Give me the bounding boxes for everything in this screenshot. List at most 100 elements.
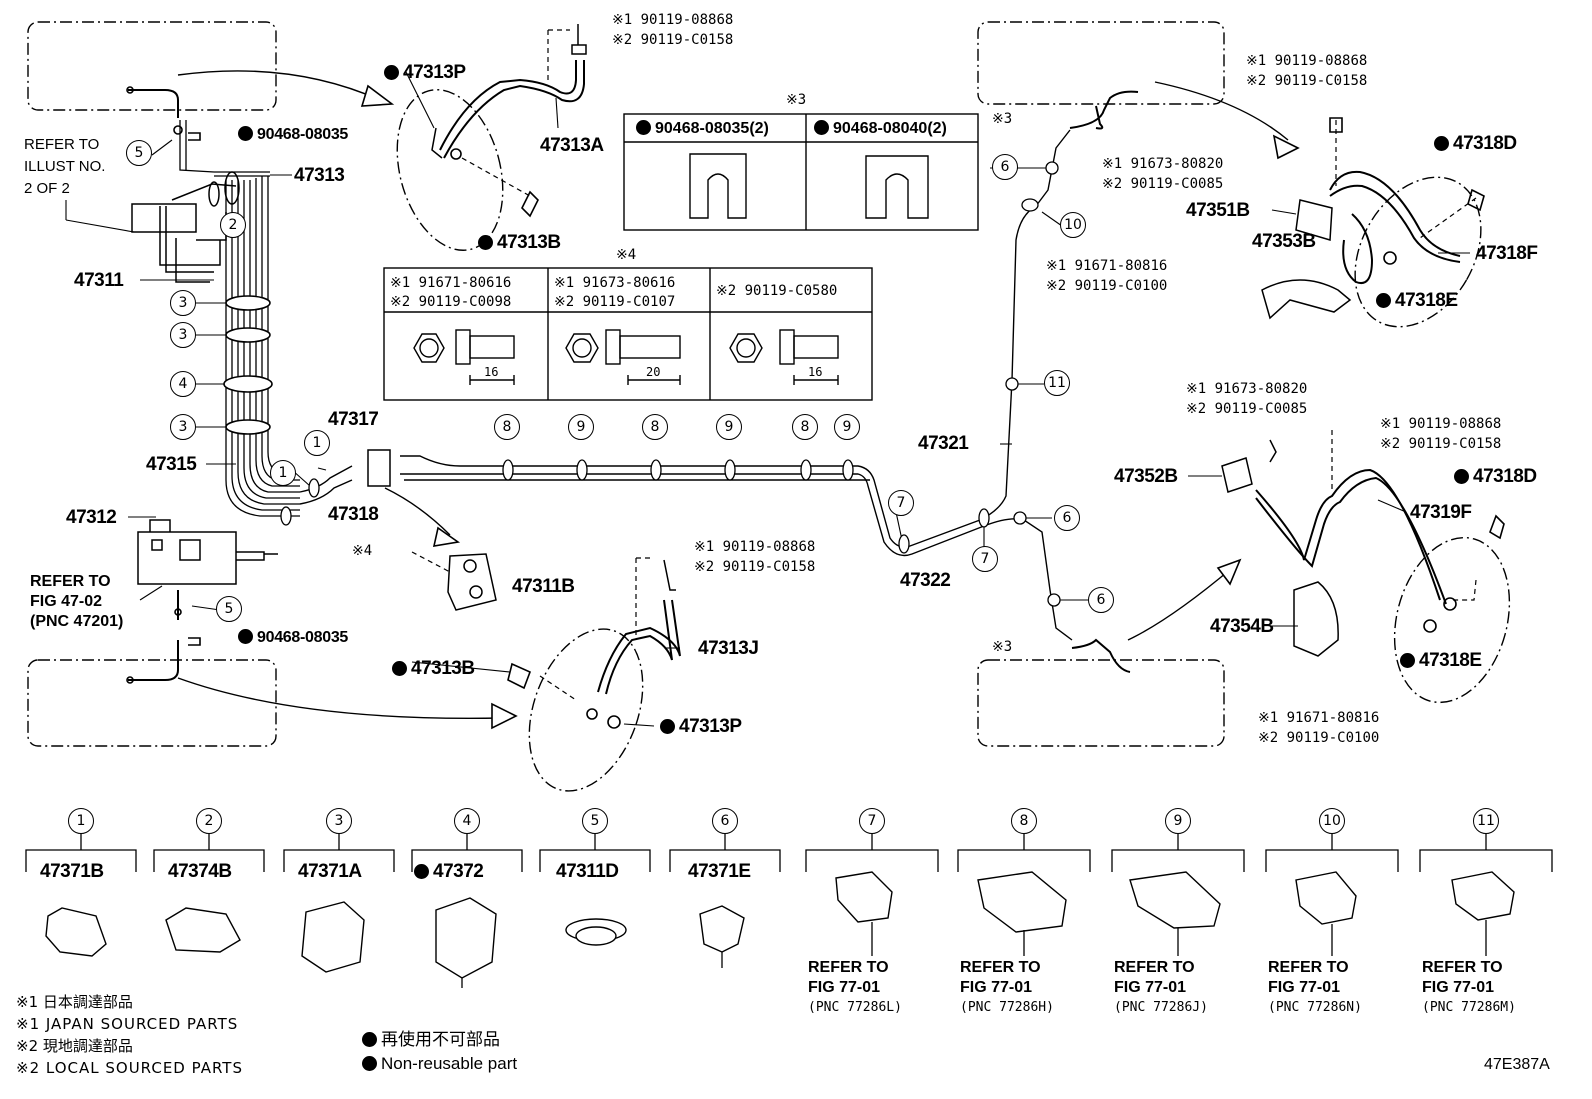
non-reusable-dot-icon (392, 661, 407, 676)
non-reusable-legend: 再使用不可部品 Non-reusable part (362, 1028, 517, 1076)
callout-47313P-bottom: 47313P (660, 717, 742, 736)
callout-47318E-bottom: 47318E (1400, 651, 1482, 670)
callout-47315: 47315 (146, 454, 197, 475)
callout-90468-08035-bottom: 90468-08035 (238, 629, 348, 646)
circle-number: 4 (170, 371, 196, 397)
clip-table-cell-2: 90468-08040(2) (814, 120, 947, 138)
callout-47317: 47317 (328, 409, 379, 430)
callout-47313: 47313 (294, 165, 345, 186)
bolt-table-mark: ※4 (616, 247, 637, 263)
non-reusable-dot-icon (1454, 469, 1469, 484)
callout-47313A: 47313A (540, 135, 604, 156)
circle-number: 3 (170, 322, 196, 348)
circle-number: 6 (992, 154, 1018, 180)
circle-number: 5 (126, 140, 152, 166)
circle-number: 11 (1044, 370, 1070, 396)
non-reusable-dot-icon (1400, 653, 1415, 668)
callout-47311B: 47311B (512, 576, 575, 597)
clamp-number-4: 4 (454, 808, 480, 834)
bolt-note-2: ※1 90119-08868※2 90119-C0158 (1246, 53, 1368, 89)
non-reusable-dot-icon (362, 1032, 377, 1047)
circle-number: 8 (494, 414, 520, 440)
clamp-number-2: 2 (196, 808, 222, 834)
callout-47312: 47312 (66, 507, 117, 528)
circle-number: 6 (1054, 505, 1080, 531)
clamp-part-47372: 47372 (414, 862, 484, 881)
sourcing-legend: ※1 日本調達部品 ※1 JAPAN SOURCED PARTS ※2 現地調達… (16, 993, 243, 1077)
bolt-note-8: ※1 91671-80816※2 90119-C0100 (1258, 710, 1380, 746)
circle-number: 1 (270, 460, 296, 486)
clamp-number-5: 5 (582, 808, 608, 834)
clip-table-cell-1: 90468-08035(2) (636, 120, 769, 138)
callout-47352B: 47352B (1114, 466, 1178, 487)
clamp-number-10: 10 (1319, 808, 1345, 834)
callout-47319F: 47319F (1410, 502, 1472, 523)
clamp-part-47371A: 47371A (298, 861, 362, 882)
callout-47313J: 47313J (698, 638, 759, 659)
clamp-part-47371E: 47371E (688, 861, 751, 882)
callout-47351B: 47351B (1186, 200, 1250, 221)
circle-number: 2 (220, 212, 246, 238)
clamp-number-8: 8 (1011, 808, 1037, 834)
circle-number: 8 (792, 414, 818, 440)
bolt-table-cell-2: ※1 91673-80616※2 90119-C0107 (554, 275, 676, 310)
clip-table-mark: ※3 (786, 92, 807, 108)
circle-number: 1 (304, 430, 330, 456)
circle-number: 10 (1060, 212, 1086, 238)
bolt-table-cell-1: ※1 91671-80616※2 90119-C0098 (390, 275, 512, 310)
clamp-part-47371B: 47371B (40, 861, 104, 882)
circle-number: 9 (568, 414, 594, 440)
callout-47318D-top: 47318D (1434, 134, 1517, 153)
bolt-note-6: ※1 91673-80820※2 90119-C0085 (1186, 381, 1308, 417)
non-reusable-dot-icon (1434, 136, 1449, 151)
bolt-note-3: ※1 90119-08868※2 90119-C0158 (694, 539, 816, 575)
clamp-number-1: 1 (68, 808, 94, 834)
callout-47313B-bottom: 47313B (392, 659, 475, 678)
callout-47354B: 47354B (1210, 616, 1274, 637)
bolt-table-cell-3: ※2 90119-C0580 (716, 283, 838, 299)
non-reusable-dot-icon (384, 65, 399, 80)
circle-number: 7 (888, 490, 914, 516)
clamp-part-47374B: 47374B (168, 861, 232, 882)
bolt-length-3: 16 (808, 365, 823, 379)
non-reusable-dot-icon (414, 864, 429, 879)
bolt-note-5: ※1 91671-80816※2 90119-C0100 (1046, 258, 1168, 294)
circle-number: 3 (170, 290, 196, 316)
clamp-part-47311D: 47311D (556, 861, 619, 882)
refer-fig-47-02-note: REFER TO FIG 47-02 (PNC 47201) (30, 573, 124, 630)
bolt-length-2: 20 (646, 365, 661, 379)
callout-47318E-top: 47318E (1376, 291, 1458, 310)
callout-47318F: 47318F (1476, 243, 1538, 264)
mark-4: ※4 (352, 543, 373, 559)
mark-3-lower: ※3 (992, 639, 1013, 655)
circle-number: 9 (834, 414, 860, 440)
clamp-number-3: 3 (326, 808, 352, 834)
bolt-note-7: ※1 90119-08868※2 90119-C0158 (1380, 416, 1502, 452)
non-reusable-dot-icon (238, 629, 253, 644)
callout-47321: 47321 (918, 433, 969, 454)
callout-47313B-top: 47313B (478, 233, 561, 252)
circle-number: 9 (716, 414, 742, 440)
non-reusable-dot-icon (660, 719, 675, 734)
non-reusable-dot-icon (814, 120, 829, 135)
circle-number: 6 (1088, 587, 1114, 613)
circle-number: 3 (170, 414, 196, 440)
callout-47311: 47311 (74, 270, 124, 291)
callout-47318D-bottom: 47318D (1454, 467, 1537, 486)
circle-number: 8 (642, 414, 668, 440)
callout-47318: 47318 (328, 504, 379, 525)
clamp-number-7: 7 (859, 808, 885, 834)
clamp-number-6: 6 (712, 808, 738, 834)
non-reusable-dot-icon (478, 235, 493, 250)
bolt-length-1: 16 (484, 365, 499, 379)
clamp-number-11: 11 (1473, 808, 1499, 834)
non-reusable-dot-icon (636, 120, 651, 135)
figure-code: 47E387A (1484, 1056, 1550, 1073)
bolt-note-4: ※1 91673-80820※2 90119-C0085 (1102, 156, 1224, 192)
